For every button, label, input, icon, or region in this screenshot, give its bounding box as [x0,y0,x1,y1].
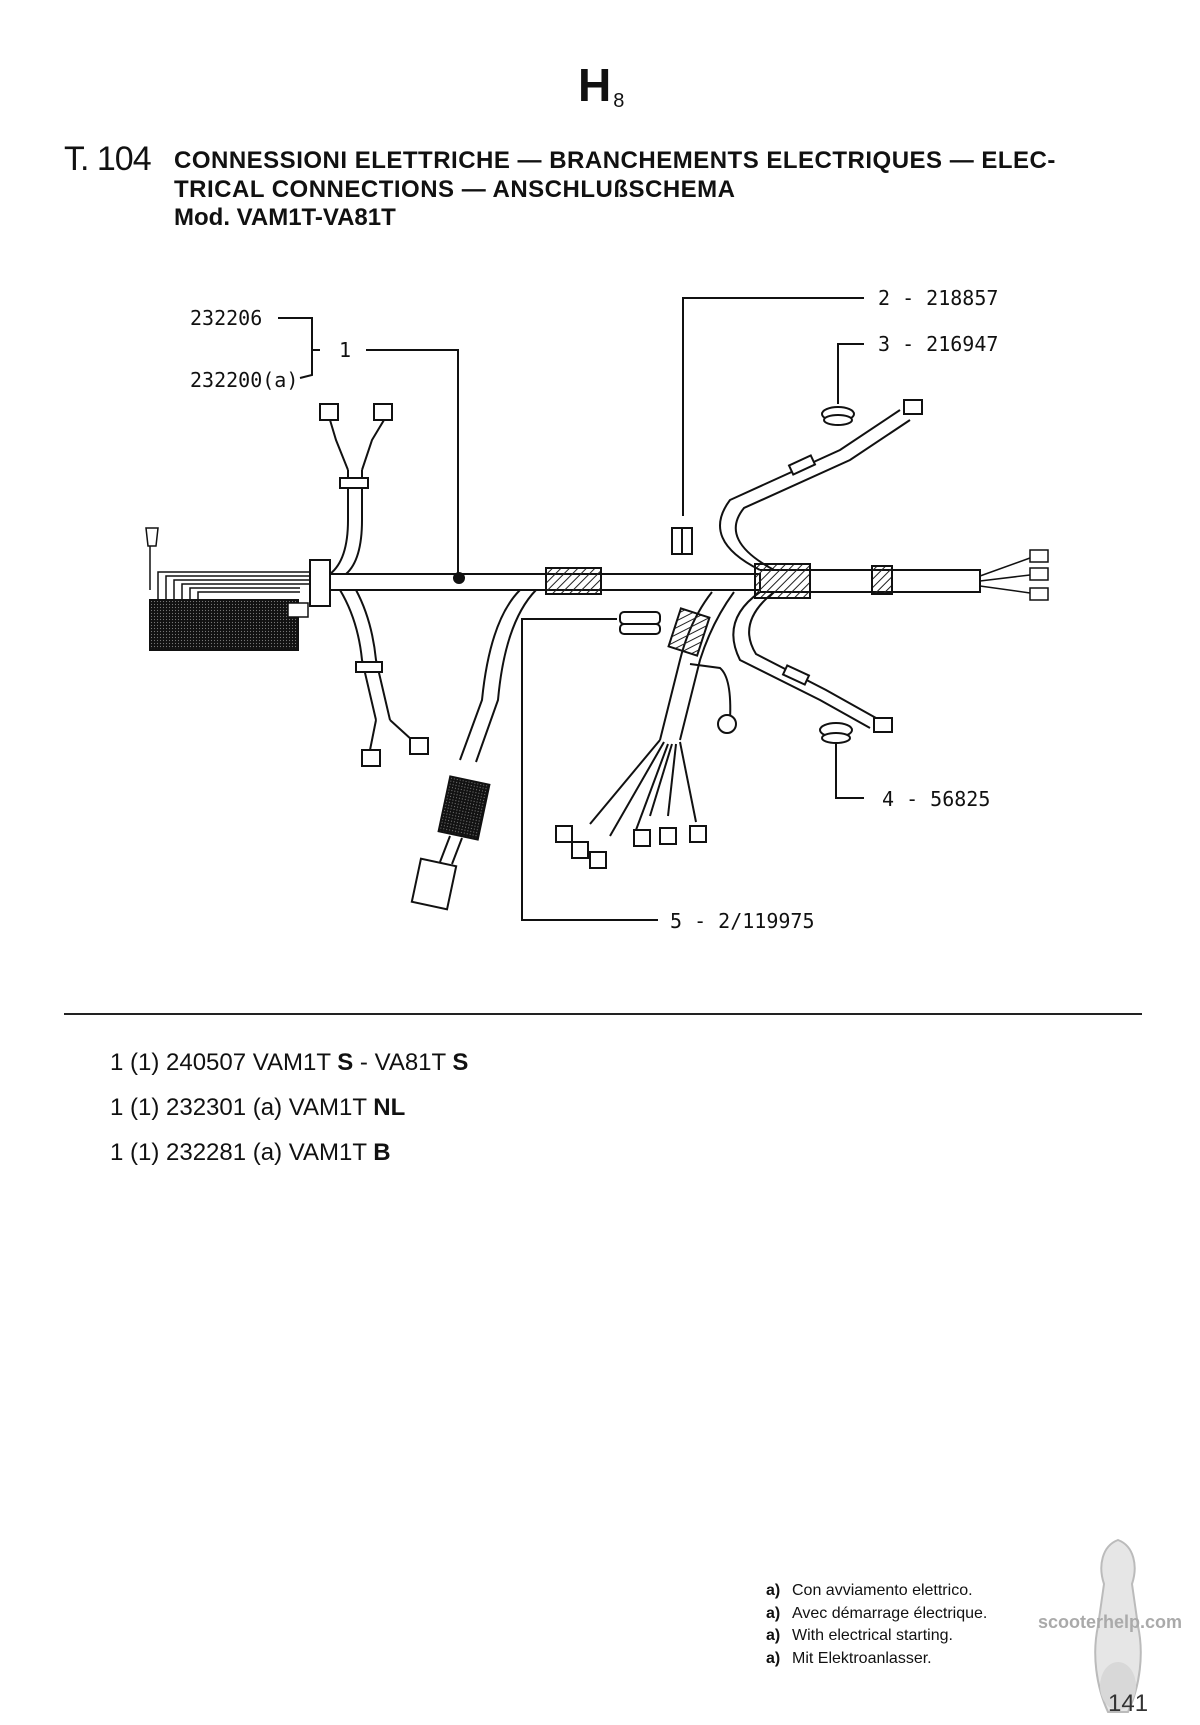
variant-code: B [373,1139,391,1166]
page-number: 141 [1108,1690,1149,1717]
wiring-harness-diagram: 232206 232200(a) 1 2 - 218857 3 - 216947… [145,286,1049,933]
footnote: a) Mit Elektroanlasser. [766,1648,987,1671]
tape-3 [871,565,893,595]
part-3-grommet [821,406,855,426]
variant-list: 1 (1) 240507 VAM1T S - VA81T S 1 (1) 232… [110,1040,468,1175]
footnote-text: Con avviamento elettrico. [792,1582,973,1599]
callout-labels: 232206 232200(a) 1 2 - 218857 3 - 216947… [190,286,998,933]
fan-out-branch [555,591,737,869]
model-designation: Mod. VAM1T-VA81T [174,204,396,231]
title-line-2: TRICAL CONNECTIONS — ANSCHLUßSCHEMA [174,176,736,203]
label-2: 2 - 218857 [878,286,998,310]
section-index: 8 [613,90,625,112]
right-terminals [979,549,1049,601]
label-3: 3 - 216947 [878,332,998,356]
footnote-key: a) [766,1649,781,1667]
right-lower-branch [732,591,893,733]
fuse-connector-block [145,527,320,651]
page-title: CONNESSIONI ELETTRICHE — BRANCHEMENTS EL… [174,146,1154,204]
label-1: 1 [339,338,351,362]
variant-text: 1 (1) 240507 VAM1T [110,1049,338,1076]
footnote: a) Avec démarrage électrique. [766,1603,987,1626]
title-line-1: CONNESSIONI ELETTRICHE — BRANCHEMENTS EL… [174,147,1056,174]
label-4: 4 - 56825 [882,787,990,811]
variant-text: 1 (1) 232301 (a) VAM1T [110,1094,374,1121]
variant-text: - VA81T [353,1049,453,1076]
variant-row: 1 (1) 232281 (a) VAM1T B [110,1130,468,1175]
tape-1 [545,567,602,595]
footnote-key: a) [766,1582,781,1599]
variant-code: S [337,1049,354,1076]
label-232200: 232200(a) [190,368,298,392]
lower-left-branch [339,589,429,767]
divider-rule [64,1013,1142,1015]
part-4-grommet [819,722,853,744]
section-letter: H [578,59,612,111]
variant-row: 1 (1) 240507 VAM1T S - VA81T S [110,1040,468,1085]
label-232206: 232206 [190,306,262,330]
variant-code: S [452,1049,469,1076]
upper-left-branch [319,403,393,575]
main-plug-branch [410,589,537,911]
footnote-text: With electrical starting. [792,1627,953,1644]
callout-lines [278,297,864,921]
footnote-text: Mit Elektroanlasser. [792,1649,932,1667]
variant-row: 1 (1) 232301 (a) VAM1T NL [110,1085,468,1130]
footnote-key: a) [766,1604,781,1622]
variant-text: 1 (1) 232281 (a) VAM1T [110,1139,374,1166]
footnote: a) With electrical starting. [766,1625,987,1648]
watermark: scooterhelp.com [1038,1612,1183,1632]
table-number: T. 104 [64,140,152,178]
variant-code: NL [373,1094,406,1121]
footnote-key: a) [766,1627,781,1644]
label-5: 5 - 2/119975 [670,909,815,933]
part-5-connector [619,611,661,635]
footnotes: a) Con avviamento elettrico. a) Avec démar… [766,1580,987,1670]
tape-2 [754,563,811,599]
footnote: a) Con avviamento elettrico. [766,1580,987,1603]
part-2-clip [671,527,693,555]
scooter-logo-icon [1094,1538,1142,1713]
footnote-text: Avec démarrage électrique. [792,1604,988,1622]
right-upper-branch [719,399,923,571]
